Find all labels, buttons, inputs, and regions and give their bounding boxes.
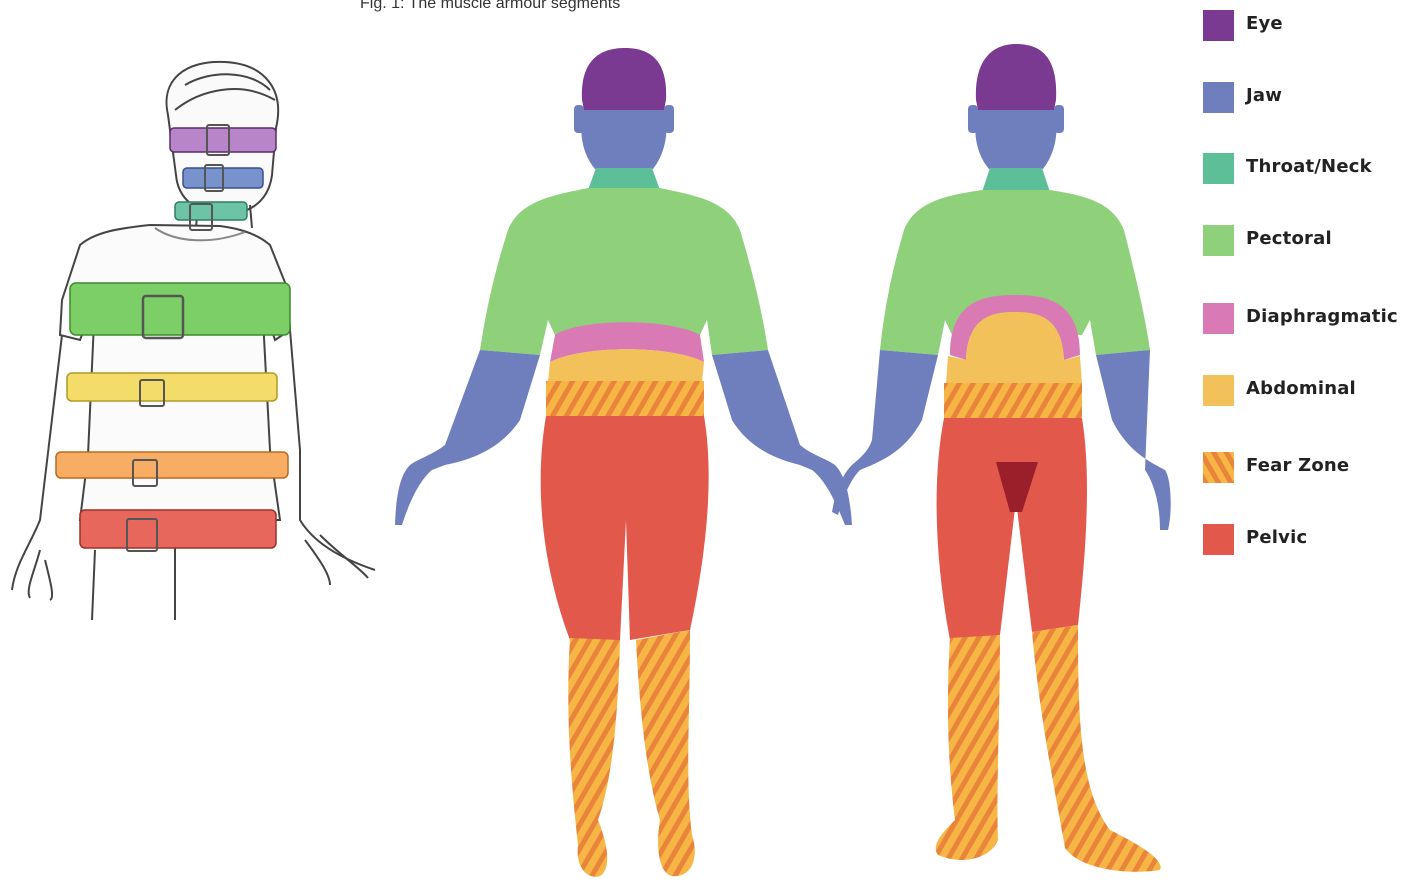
legend-label: Jaw — [1246, 85, 1282, 106]
body-map-front-view — [832, 44, 1171, 872]
belt-eye — [170, 125, 276, 155]
legend-label: Eye — [1246, 13, 1283, 34]
body-map-back-view — [395, 48, 852, 877]
legend-label: Fear Zone — [1246, 455, 1349, 476]
belt-jaw — [183, 165, 263, 191]
legend-label: Pelvic — [1246, 527, 1307, 548]
legend-swatch — [1203, 10, 1234, 41]
legend-label: Diaphragmatic — [1246, 306, 1398, 327]
legend-swatch — [1203, 524, 1234, 555]
legend-swatch — [1203, 225, 1234, 256]
legend-swatch — [1203, 153, 1234, 184]
belt-pectoral — [70, 283, 290, 338]
legend-swatch — [1203, 375, 1234, 406]
legend-swatch — [1203, 303, 1234, 334]
legend-label: Pectoral — [1246, 228, 1332, 249]
belt-pelvic — [80, 510, 276, 551]
legend-label: Throat/Neck — [1246, 156, 1372, 177]
legend-swatch — [1203, 82, 1234, 113]
belt-abdominal — [67, 373, 277, 406]
legend-label: Abdominal — [1246, 378, 1356, 399]
legend-swatch — [1203, 452, 1234, 483]
